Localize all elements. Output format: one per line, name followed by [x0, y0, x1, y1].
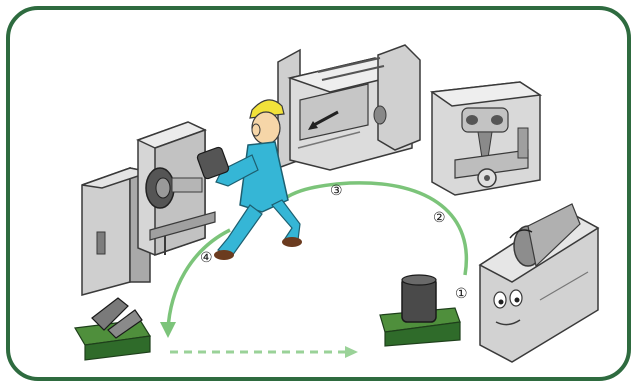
drill-machine-right — [432, 82, 540, 195]
step-label-1: ① — [455, 285, 468, 301]
press-machine-top — [278, 45, 420, 170]
step-label-4: ④ — [200, 249, 213, 265]
step-label-2: ② — [433, 209, 446, 225]
step-label-3: ③ — [330, 182, 343, 198]
